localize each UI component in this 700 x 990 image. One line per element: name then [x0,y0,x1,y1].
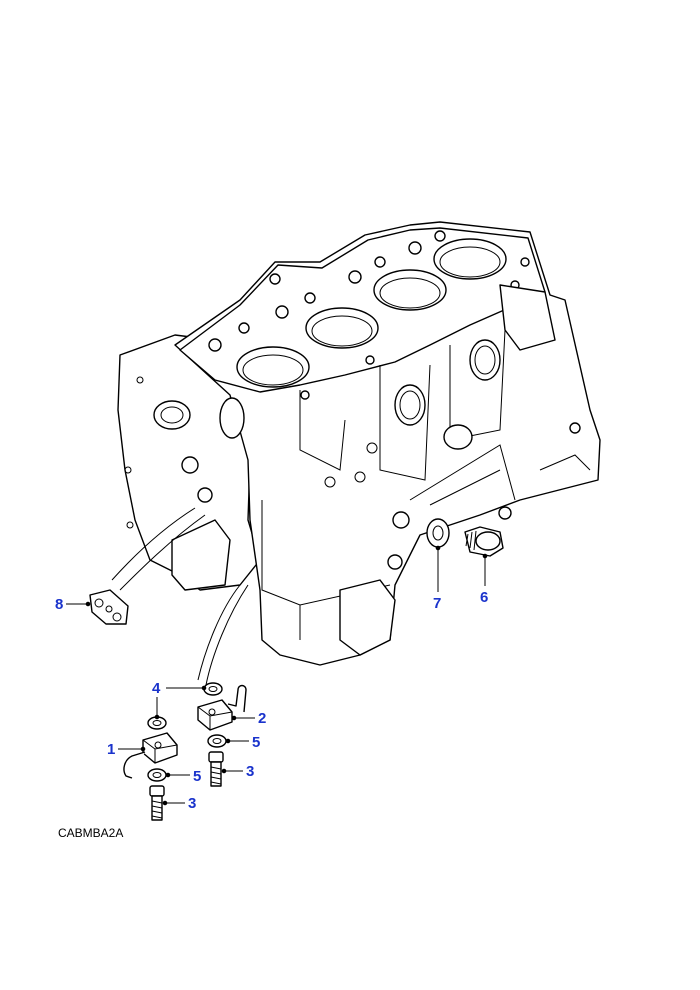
rear-bore [219,397,245,439]
callout-1: 1 [107,741,115,758]
front-boss [499,284,556,351]
side-boss [299,390,346,471]
side-rib [379,364,431,481]
part-3-bolt-left [149,785,165,821]
callout-3-right: 3 [246,763,254,780]
lower-web [409,444,516,501]
callout-4: 4 [152,680,161,697]
callout-leaders [66,545,488,806]
part-5-washer-left [147,768,167,782]
part-6-plug-on-block [464,526,504,557]
part-4-washer [203,682,223,696]
engine-block [117,221,601,666]
leader-lines [111,507,249,686]
callout-8: 8 [55,596,63,613]
part-2-oil-jet [197,684,247,731]
part-7-washer-on-block [426,518,450,548]
part-1-oil-jet [123,732,178,779]
part-washer-left-upper [147,716,167,730]
callout-6: 6 [480,589,488,606]
side-rib-2 [449,329,506,441]
callout-2: 2 [258,710,266,727]
deck-bolt-holes [208,230,530,400]
callout-7: 7 [433,595,441,612]
callout-5-left: 5 [193,768,201,785]
part-8-gasket [89,589,129,625]
part-5-washer-right [207,734,227,748]
core-plug-3 [443,424,473,450]
diagram-reference-code: CABMBA2A [58,826,124,840]
callout-3-left: 3 [188,795,196,812]
callout-labels: 8 7 6 4 2 5 1 3 5 3 [55,589,488,812]
rear-plate-boss [153,400,191,430]
rear-foot [171,519,231,591]
callout-5-right: 5 [252,734,260,751]
cylinder-bores [236,238,507,388]
part-3-bolt-right [208,751,224,787]
